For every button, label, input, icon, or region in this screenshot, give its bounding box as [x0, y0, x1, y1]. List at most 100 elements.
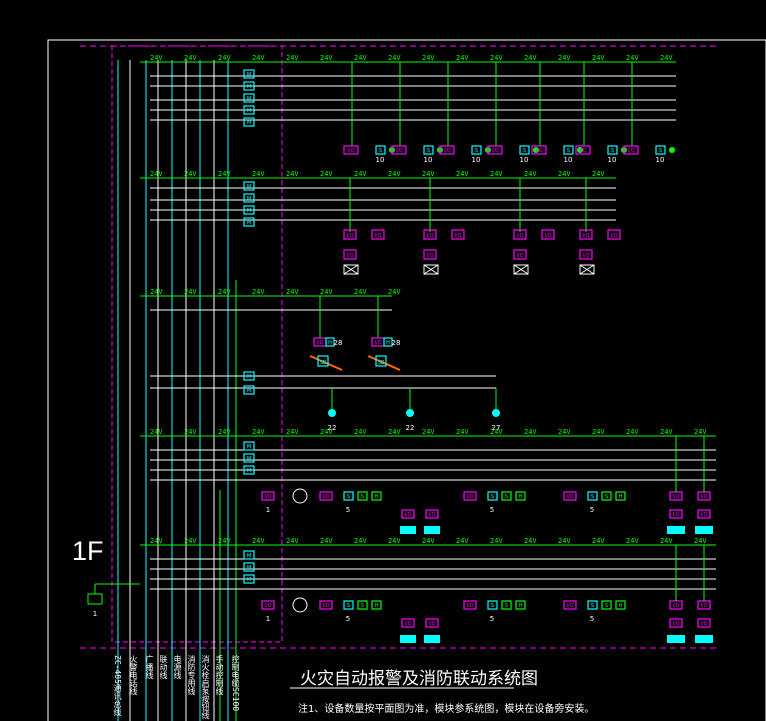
vertical-label-1: ZC-485通讯总线: [113, 655, 122, 716]
io-module-box-code: I/O: [672, 621, 679, 627]
detector-box: [587, 600, 598, 610]
vertical-label-5: 电源线: [173, 655, 182, 679]
io-module-box: [563, 600, 577, 610]
bus-voltage-label: 24V: [150, 537, 163, 545]
io-module-box: [579, 249, 593, 260]
vertical-bus-lines: [117, 60, 237, 721]
bus-voltage-label: 24V: [592, 537, 605, 545]
io-module-box-code: I/O: [516, 233, 523, 239]
module-box: [243, 217, 255, 227]
bus-voltage-label: 24V: [626, 537, 639, 545]
io-module-box: [425, 618, 439, 628]
bus-voltage-label: 24V: [218, 428, 231, 436]
io-module-box-code: I/O: [374, 233, 381, 239]
io-module-box-code: I/O: [426, 253, 433, 259]
detector-box: [519, 145, 530, 155]
detector-box-code: S: [605, 494, 608, 500]
io-module-box-code: I/O: [627, 148, 634, 154]
detector-box-code: S: [491, 603, 494, 609]
module-box-code: M: [247, 577, 251, 583]
device-number: 10: [472, 156, 481, 164]
detector-box: [601, 491, 612, 501]
detector-box: [343, 600, 354, 610]
bus-voltage-label: 24V: [490, 54, 503, 62]
bus-voltage-label: 24V: [184, 288, 197, 296]
bus-voltage-label: 24V: [422, 54, 435, 62]
bus-voltage-label: 24V: [422, 428, 435, 436]
module-box-code: M: [247, 388, 251, 394]
detector-box-code: S: [523, 148, 526, 154]
io-module-box-code: I/O: [516, 253, 523, 259]
device-number: 5: [490, 506, 494, 514]
vertical-label-4: 联动线: [159, 655, 168, 679]
drawing-note: 注1、设备数量按平面图为准，模块参系统图，模块在设备旁安装。: [298, 704, 595, 715]
detector-box-code: S: [659, 148, 662, 154]
detector-box-code: S: [361, 603, 364, 609]
detector-box-code: S: [505, 494, 508, 500]
module-box-code: M: [247, 72, 251, 78]
io-module-box-code: I/O: [566, 603, 573, 609]
cyan-device-block: [667, 526, 685, 534]
drawing-title: 火灾自动报警及消防联动系统图: [300, 669, 538, 689]
revision-mark: [367, 355, 401, 371]
io-module-box-code: I/O: [544, 233, 551, 239]
bus-voltage-label: 24V: [558, 170, 571, 178]
io-module-box-code: I/O: [700, 512, 707, 518]
detector-box-code: S: [361, 494, 364, 500]
bus-voltage-label: 24V: [388, 428, 401, 436]
bus-voltage-label: 24V: [592, 54, 605, 62]
bus-voltage-label: 24V: [354, 428, 367, 436]
detector-box: [371, 491, 382, 501]
detector-box-code: H: [519, 494, 523, 500]
module-box: [243, 371, 255, 381]
device-number: 22: [406, 424, 415, 432]
cyan-device-block: [695, 526, 713, 534]
bus-voltage-label: 24V: [150, 54, 163, 62]
detector-box: [615, 600, 626, 610]
bus-voltage-label: 24V: [490, 170, 503, 178]
module-box-code: M: [247, 468, 251, 474]
io-module-box-code: I/O: [346, 253, 353, 259]
alarm-bell-icon: [533, 147, 539, 153]
bus-voltage-label: 24V: [354, 288, 367, 296]
cyan-device-block: [424, 526, 440, 534]
damper-icon-cross: [423, 264, 439, 275]
module-box: [243, 550, 255, 560]
device-number: 28: [392, 339, 401, 347]
bus-voltage-label: 24V: [320, 288, 333, 296]
damper-icon: [513, 264, 529, 275]
device-number: 1: [266, 506, 270, 514]
bus-voltage-label: 24V: [320, 428, 333, 436]
io-module-box-code: I/O: [322, 603, 329, 609]
bus-voltage-label: 24V: [456, 537, 469, 545]
io-module-box: [669, 509, 683, 519]
bus-voltage-label: 24V: [184, 54, 197, 62]
detector-box: [563, 145, 574, 155]
module-box-code: M: [247, 108, 251, 114]
io-module-box: [463, 491, 477, 501]
io-module-box: [401, 509, 415, 519]
bus-voltage-label: 24V: [422, 537, 435, 545]
detector-box-code: H: [519, 603, 523, 609]
module-box: [243, 441, 255, 451]
bus-voltage-label: 24V: [558, 428, 571, 436]
bus-voltage-label: 24V: [388, 537, 401, 545]
alarm-bell-icon: [577, 147, 583, 153]
module-box: [243, 562, 255, 572]
bus-voltage-label: 24V: [660, 428, 673, 436]
device-number: 1: [93, 610, 97, 618]
detector-box-code: S: [591, 494, 594, 500]
bus-voltage-label: 24V: [354, 170, 367, 178]
vertical-label-7: 消火栓启泵按钮线: [201, 655, 210, 719]
detector-box-code: H: [328, 340, 332, 346]
bus-voltage-label: 24V: [592, 428, 605, 436]
detector-box-code: S: [567, 148, 570, 154]
io-module-box: [343, 249, 357, 260]
bus-voltage-label: 24V: [694, 537, 707, 545]
detector-box-code: S: [591, 603, 594, 609]
bus-voltage-label: 24V: [218, 54, 231, 62]
bus-voltage-label: 24V: [252, 428, 265, 436]
bus-voltage-label: 24V: [626, 428, 639, 436]
detector-box: [371, 600, 382, 610]
bus-voltage-label: 24V: [286, 54, 299, 62]
